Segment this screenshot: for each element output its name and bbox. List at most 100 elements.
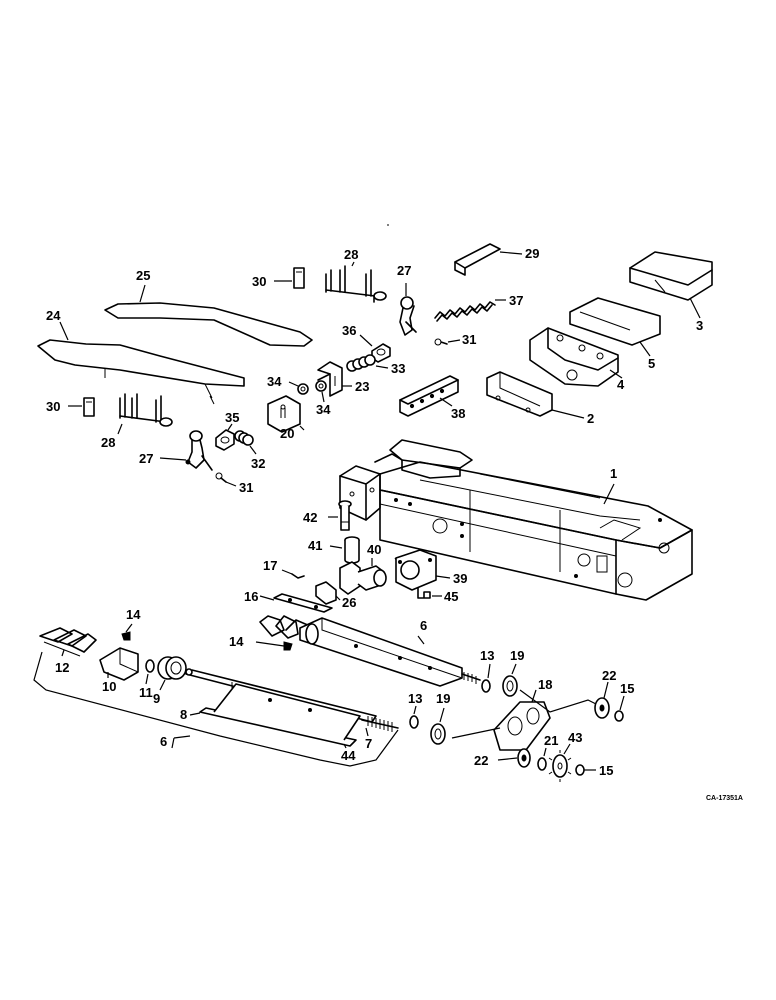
callout-22-lower: 22	[474, 753, 488, 768]
centerline-marks	[387, 224, 397, 561]
part-6-auger-upper	[259, 615, 481, 687]
part-40-elbow	[339, 558, 387, 595]
callout-25: 25	[136, 268, 150, 283]
assembly-bracket-line	[33, 651, 399, 767]
callout-32: 32	[251, 456, 265, 471]
part-4-housing	[529, 327, 623, 387]
part-22-sprocket-lower	[497, 748, 531, 768]
callout-7: 7	[365, 736, 372, 751]
part-13-washer-lower	[409, 705, 419, 729]
callout-15-lower: 15	[599, 763, 613, 778]
part-27-lever-lower	[159, 430, 213, 471]
part-26-bracket	[315, 581, 341, 605]
part-28-bracket-upper	[325, 261, 387, 303]
callout-42: 42	[303, 510, 317, 525]
callout-5: 5	[648, 356, 655, 371]
callout-36: 36	[342, 323, 356, 338]
part-3-rear-shield	[629, 251, 713, 319]
part-1-main-frame	[339, 439, 693, 601]
callout-27-upper: 27	[397, 263, 411, 278]
part-15-nut-upper	[614, 695, 625, 722]
callout-31-lower: 31	[239, 480, 253, 495]
callout-14-left: 14	[126, 607, 141, 622]
part-30-plate-lower	[68, 397, 95, 417]
callout-28-upper: 28	[344, 247, 358, 262]
part-14-bolt-left	[121, 623, 133, 641]
part-34-nut-right	[315, 380, 327, 403]
part-19-bearing-lower	[430, 707, 446, 745]
callout-10: 10	[102, 679, 116, 694]
callout-38: 38	[451, 406, 465, 421]
callout-22-upper: 22	[602, 668, 616, 683]
callout-24: 24	[46, 308, 61, 323]
callout-40: 40	[367, 542, 381, 557]
part-23-bracket	[317, 361, 352, 397]
part-28-bracket-lower	[117, 393, 173, 435]
callout-16: 16	[244, 589, 258, 604]
part-31-pin-upper	[434, 338, 461, 346]
callout-35: 35	[225, 410, 239, 425]
part-45-clip	[417, 587, 442, 599]
callout-34-left: 34	[267, 374, 282, 389]
part-43-sprocket	[548, 743, 572, 782]
part-21-spacer	[537, 747, 547, 771]
callout-37: 37	[509, 293, 523, 308]
callout-43: 43	[568, 730, 582, 745]
callout-9: 9	[153, 691, 160, 706]
callout-44: 44	[341, 748, 356, 763]
callout-27-lower: 27	[139, 451, 153, 466]
callout-6-upper: 6	[420, 618, 427, 633]
part-12-auger-flighting	[39, 627, 97, 657]
part-27-lever-upper	[399, 283, 417, 336]
part-2-shield	[486, 371, 585, 419]
part-39-flange	[395, 549, 451, 591]
part-41-sleeve	[329, 536, 360, 564]
callout-39: 39	[453, 571, 467, 586]
callout-23: 23	[355, 379, 369, 394]
callout-28-lower: 28	[101, 435, 115, 450]
callout-21: 21	[544, 733, 558, 748]
part-20-plate	[267, 395, 305, 433]
callout-33: 33	[391, 361, 405, 376]
part-37-spring	[434, 299, 506, 322]
part-32-spring	[234, 430, 257, 455]
callout-34-right: 34	[316, 402, 331, 417]
part-25-long-shield	[104, 284, 313, 347]
callout-19-lower: 19	[436, 691, 450, 706]
callout-15-upper: 15	[620, 681, 634, 696]
part-31-pin-lower	[215, 472, 237, 487]
callout-8: 8	[180, 707, 187, 722]
part-11-bushing	[145, 659, 155, 685]
callout-4: 4	[617, 377, 625, 392]
callout-19-upper: 19	[510, 648, 524, 663]
part-16-bar	[259, 593, 333, 613]
callout-3: 3	[696, 318, 703, 333]
part-14-bolt-center	[255, 641, 293, 651]
part-10-bracket	[99, 647, 139, 681]
callout-12: 12	[55, 660, 69, 675]
callout-45: 45	[444, 589, 458, 604]
part-15-nut-lower	[575, 764, 596, 776]
part-13-washer-upper	[481, 663, 491, 693]
part-33-spring	[346, 354, 389, 372]
callout-26: 26	[342, 595, 356, 610]
callout-30-lower: 30	[46, 399, 60, 414]
callout-6-lower: 6	[160, 734, 167, 749]
part-17-pin	[281, 569, 305, 579]
callout-17: 17	[263, 558, 277, 573]
callout-11: 11	[139, 685, 153, 700]
part-5-plate	[569, 297, 661, 357]
part-35-roller	[215, 423, 235, 451]
part-22-sprocket-upper	[594, 681, 610, 719]
callout-41: 41	[308, 538, 322, 553]
part-18-drive-housing	[451, 689, 597, 751]
callout-29: 29	[525, 246, 539, 261]
callout-20: 20	[280, 426, 294, 441]
part-38-bracket	[399, 375, 459, 417]
part-6-auger-lower	[171, 668, 399, 749]
part-42-bolt	[328, 500, 352, 531]
figure-code: CA-17351A	[706, 795, 743, 802]
callout-13-lower: 13	[408, 691, 422, 706]
callout-14-center: 14	[229, 634, 244, 649]
